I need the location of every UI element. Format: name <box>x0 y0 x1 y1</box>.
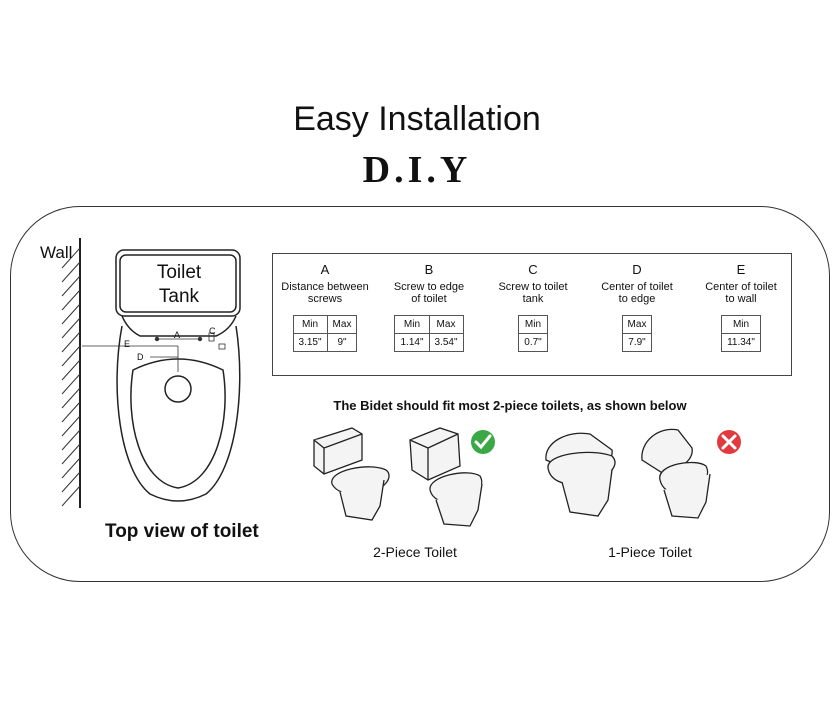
two-piece-toilet-label: 2-Piece Toilet <box>373 544 457 560</box>
spec-header-min: Min <box>394 315 430 334</box>
spec-letter: D <box>632 262 642 277</box>
toilet-outline <box>115 249 241 502</box>
tank-label-line2: Tank <box>158 286 200 307</box>
installation-card <box>10 206 830 582</box>
spec-letter: B <box>424 262 434 277</box>
spec-letter: E <box>736 262 746 277</box>
wall-hatching <box>61 238 81 508</box>
spec-desc-line: Center of toilet <box>705 281 777 293</box>
top-view-caption: Top view of toilet <box>105 521 259 542</box>
spec-desc-line: Distance between <box>281 281 369 293</box>
spec-value-min: 11.34" <box>721 333 761 352</box>
spec-column-e: E Center of toilet to wall Min 11.34" <box>689 262 793 352</box>
spec-header-max: Max <box>428 315 464 334</box>
spec-desc-line: of toilet <box>411 293 447 305</box>
spec-description: Screw to toilet tank <box>481 281 585 307</box>
spec-value-min: 1.14" <box>394 333 430 352</box>
spec-description: Distance between screws <box>273 281 377 307</box>
dimension-d-label: D <box>137 352 144 362</box>
spec-desc-line: tank <box>522 293 544 305</box>
spec-desc-line: screws <box>307 293 343 305</box>
x-icon <box>717 430 741 454</box>
page-title: Easy Installation <box>293 100 541 138</box>
spec-header-min: Min <box>292 315 328 334</box>
tank-label-line1: Toilet <box>156 262 202 283</box>
dimension-c-label: C <box>209 326 216 336</box>
tank-label: Toilet Tank <box>120 261 238 309</box>
spec-values: Max 7.9" <box>621 315 653 352</box>
spec-desc-line: Screw to toilet <box>498 281 568 293</box>
spec-desc-line: Screw to edge <box>393 281 465 293</box>
wall-label: Wall <box>40 243 73 262</box>
spec-description: Center of toilet to wall <box>689 281 793 307</box>
spec-description: Center of toilet to edge <box>585 281 689 307</box>
spec-letter: C <box>528 262 538 277</box>
dimension-lines <box>82 332 226 372</box>
spec-desc-line: to wall <box>725 293 757 305</box>
spec-desc-line: to edge <box>618 293 656 305</box>
spec-header-min: Min <box>518 315 548 334</box>
spec-description: Screw to edge of toilet <box>377 281 481 307</box>
spec-header-max: Max <box>621 315 653 334</box>
compatibility-caption: The Bidet should fit most 2-piece toilet… <box>333 398 687 413</box>
spec-value-min: 0.7" <box>518 333 548 352</box>
two-piece-toilet-2 <box>409 427 483 527</box>
spec-letter: A <box>320 262 330 277</box>
dimension-a-label: A <box>174 330 181 340</box>
spec-column-d: D Center of toilet to edge Max 7.9" <box>585 262 689 352</box>
spec-values: Min 11.34" <box>721 315 761 352</box>
spec-value-max: 9" <box>326 333 358 352</box>
spec-header-min: Min <box>721 315 761 334</box>
toilet-illustrations <box>313 427 741 527</box>
one-piece-toilet-2 <box>641 428 711 519</box>
spec-value-max: 7.9" <box>621 333 653 352</box>
spec-header-max: Max <box>326 315 358 334</box>
spec-value-min: 3.15" <box>292 333 328 352</box>
spec-column-c: C Screw to toilet tank Min 0.7" <box>481 262 585 352</box>
dimension-e-label: E <box>124 339 131 349</box>
page-subtitle: D.I.Y <box>362 149 472 191</box>
spec-values: Min 0.7" <box>518 315 548 352</box>
one-piece-toilet-label: 1-Piece Toilet <box>608 544 692 560</box>
check-icon <box>471 430 495 454</box>
spec-value-max: 3.54" <box>428 333 464 352</box>
one-piece-toilet-1 <box>545 432 616 517</box>
spec-desc-line: Center of toilet <box>601 281 673 293</box>
two-piece-toilet-1 <box>313 427 390 521</box>
